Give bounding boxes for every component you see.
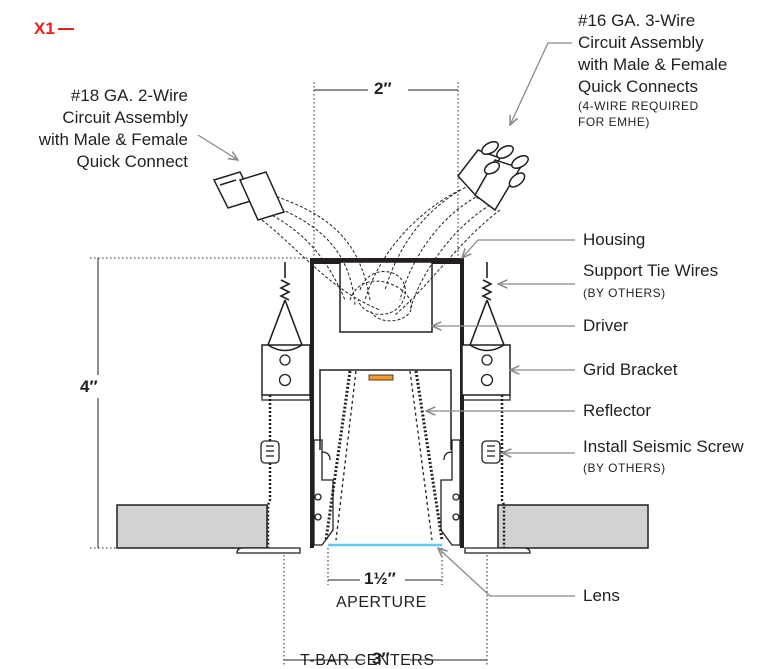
housing-label: Housing [583, 230, 646, 249]
grid-bracket-right [461, 344, 511, 548]
support-tie-wires-note: (BY OTHERS) [583, 286, 666, 300]
trim-extrusion-left [313, 439, 334, 546]
tbar-flange-left [236, 547, 301, 554]
two-wire-quick-connect [212, 171, 286, 221]
dimension-top-width: 2″ [374, 79, 392, 98]
tbar-caption: T-BAR CENTERS [300, 647, 455, 669]
ceiling-tile-right [497, 504, 649, 549]
reflector-right-inner [409, 370, 433, 541]
three-wire-line-3: with Male & Female [578, 55, 728, 74]
reflector-left-inner [335, 370, 357, 541]
wire-bundle [261, 184, 501, 322]
grid-bracket-label: Grid Bracket [583, 360, 678, 379]
ceiling-tile-left [116, 504, 268, 549]
seismic-screw-left [260, 440, 280, 464]
dimension-height: 4″ [80, 377, 98, 396]
inner-housing [319, 369, 452, 450]
reflector-label: Reflector [583, 401, 652, 420]
trim-extrusion-right [440, 439, 461, 546]
two-wire-line-2: Circuit Assembly [62, 108, 188, 127]
drawing-tag: X1 [34, 19, 55, 38]
two-wire-line-1: #18 GA. 2-Wire [70, 86, 188, 105]
seismic-screw-label: Install Seismic Screw [583, 437, 744, 456]
driver [339, 261, 433, 333]
two-wire-line-4: Quick Connect [76, 152, 189, 171]
support-tie-wire-right [469, 262, 505, 352]
housing-top-cap [310, 258, 464, 264]
dimension-aperture: 1½″ [364, 569, 396, 588]
tbar-flange-right [464, 547, 531, 554]
two-wire-assembly-label: #18 GA. 2-Wire Circuit Assembly with Mal… [0, 85, 188, 173]
led-chip [368, 374, 394, 381]
leader-lines [197, 42, 575, 597]
dimension-lines [90, 82, 488, 665]
three-wire-line-4: Quick Connects [578, 77, 698, 96]
three-wire-note-1: (4-WIRE REQUIRED [578, 99, 699, 113]
three-wire-line-2: Circuit Assembly [578, 33, 704, 52]
seismic-screw-right [481, 440, 501, 464]
support-tie-wires-label: Support Tie Wires [583, 261, 719, 280]
three-wire-assembly-label: #16 GA. 3-Wire Circuit Assembly with Mal… [578, 10, 727, 130]
support-tie-wire-left [267, 262, 303, 352]
lens-label: Lens [583, 586, 620, 605]
three-wire-note-2: FOR EMHE) [578, 115, 650, 129]
aperture-caption: APERTURE [336, 594, 427, 611]
tbar-caption-text: T-BAR CENTERS [300, 652, 435, 669]
seismic-screw-note: (BY OTHERS) [583, 461, 666, 475]
three-wire-line-1: #16 GA. 3-Wire [578, 11, 696, 30]
three-wire-quick-connect [457, 141, 529, 212]
two-wire-line-3: with Male & Female [38, 130, 188, 149]
reflector-left-wall [324, 370, 352, 541]
reflector-right-wall [414, 370, 444, 541]
driver-label: Driver [583, 316, 629, 335]
dimension-tbar: 3″ [372, 649, 390, 668]
